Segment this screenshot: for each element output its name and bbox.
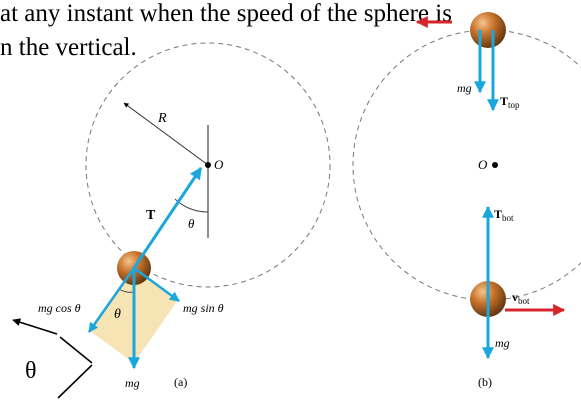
center-point-b <box>492 162 498 168</box>
theta-annotation: θ <box>12 318 93 399</box>
mg-cos-suffix: cos θ <box>53 301 81 315</box>
velocity-bot-main: v <box>512 290 518 304</box>
tension-top-sub: top <box>508 100 520 110</box>
angle-arc-center <box>174 198 209 213</box>
weight-label-bottom: mg <box>495 336 510 350</box>
tension-bot-main: T <box>494 207 502 221</box>
center-label-b: O <box>478 157 488 172</box>
weight-label-a: mg <box>125 376 140 390</box>
radius-arrow <box>123 102 209 166</box>
caption-a: (a) <box>174 375 187 389</box>
center-label-a: O <box>214 157 224 172</box>
mg-cos-label: mg cos θ <box>38 301 81 315</box>
tension-bot-sub: bot <box>502 213 514 223</box>
header-text-line-1: at any instant when the speed of the sph… <box>0 0 452 27</box>
angle-label-sphere: θ <box>114 307 121 322</box>
mg-sin-label: mg sin θ <box>183 301 224 315</box>
angle-label-center: θ <box>188 216 195 231</box>
sphere-top <box>470 12 506 48</box>
caption-b: (b) <box>478 375 492 389</box>
tension-top-main: T <box>500 94 508 108</box>
mg-cos-arrow <box>87 267 136 333</box>
figure-a: R O θ θ T mg sin θ mg cos θ mg (a) <box>38 42 331 390</box>
dashed-path-circle-b <box>352 29 581 301</box>
mg-sin-arrow <box>133 266 180 303</box>
tension-label-top: Ttop <box>500 94 520 110</box>
mg-sin-prefix: mg <box>183 301 198 315</box>
annotation-arrow <box>12 318 58 335</box>
tension-label-a: T <box>146 208 156 223</box>
dashed-path-circle-a <box>85 42 331 288</box>
velocity-bot-sub: bot <box>518 296 530 306</box>
tension-arrow-a <box>132 167 203 269</box>
center-point-a <box>205 162 211 168</box>
tension-label-bottom: Tbot <box>494 207 514 223</box>
mg-cos-prefix: mg <box>38 301 53 315</box>
annotation-theta: θ <box>25 358 37 384</box>
weight-label-top: mg <box>457 81 472 95</box>
annotation-line-up <box>59 336 93 364</box>
annotation-line-down <box>57 364 93 399</box>
header-text-line-2: n the vertical. <box>0 34 137 61</box>
mg-sin-suffix: sin θ <box>198 301 224 315</box>
figure-b: mg Ttop O Tbot mg vbot (b) <box>352 12 581 389</box>
velocity-label-bottom: vbot <box>512 290 530 306</box>
radius-label: R <box>157 111 167 126</box>
